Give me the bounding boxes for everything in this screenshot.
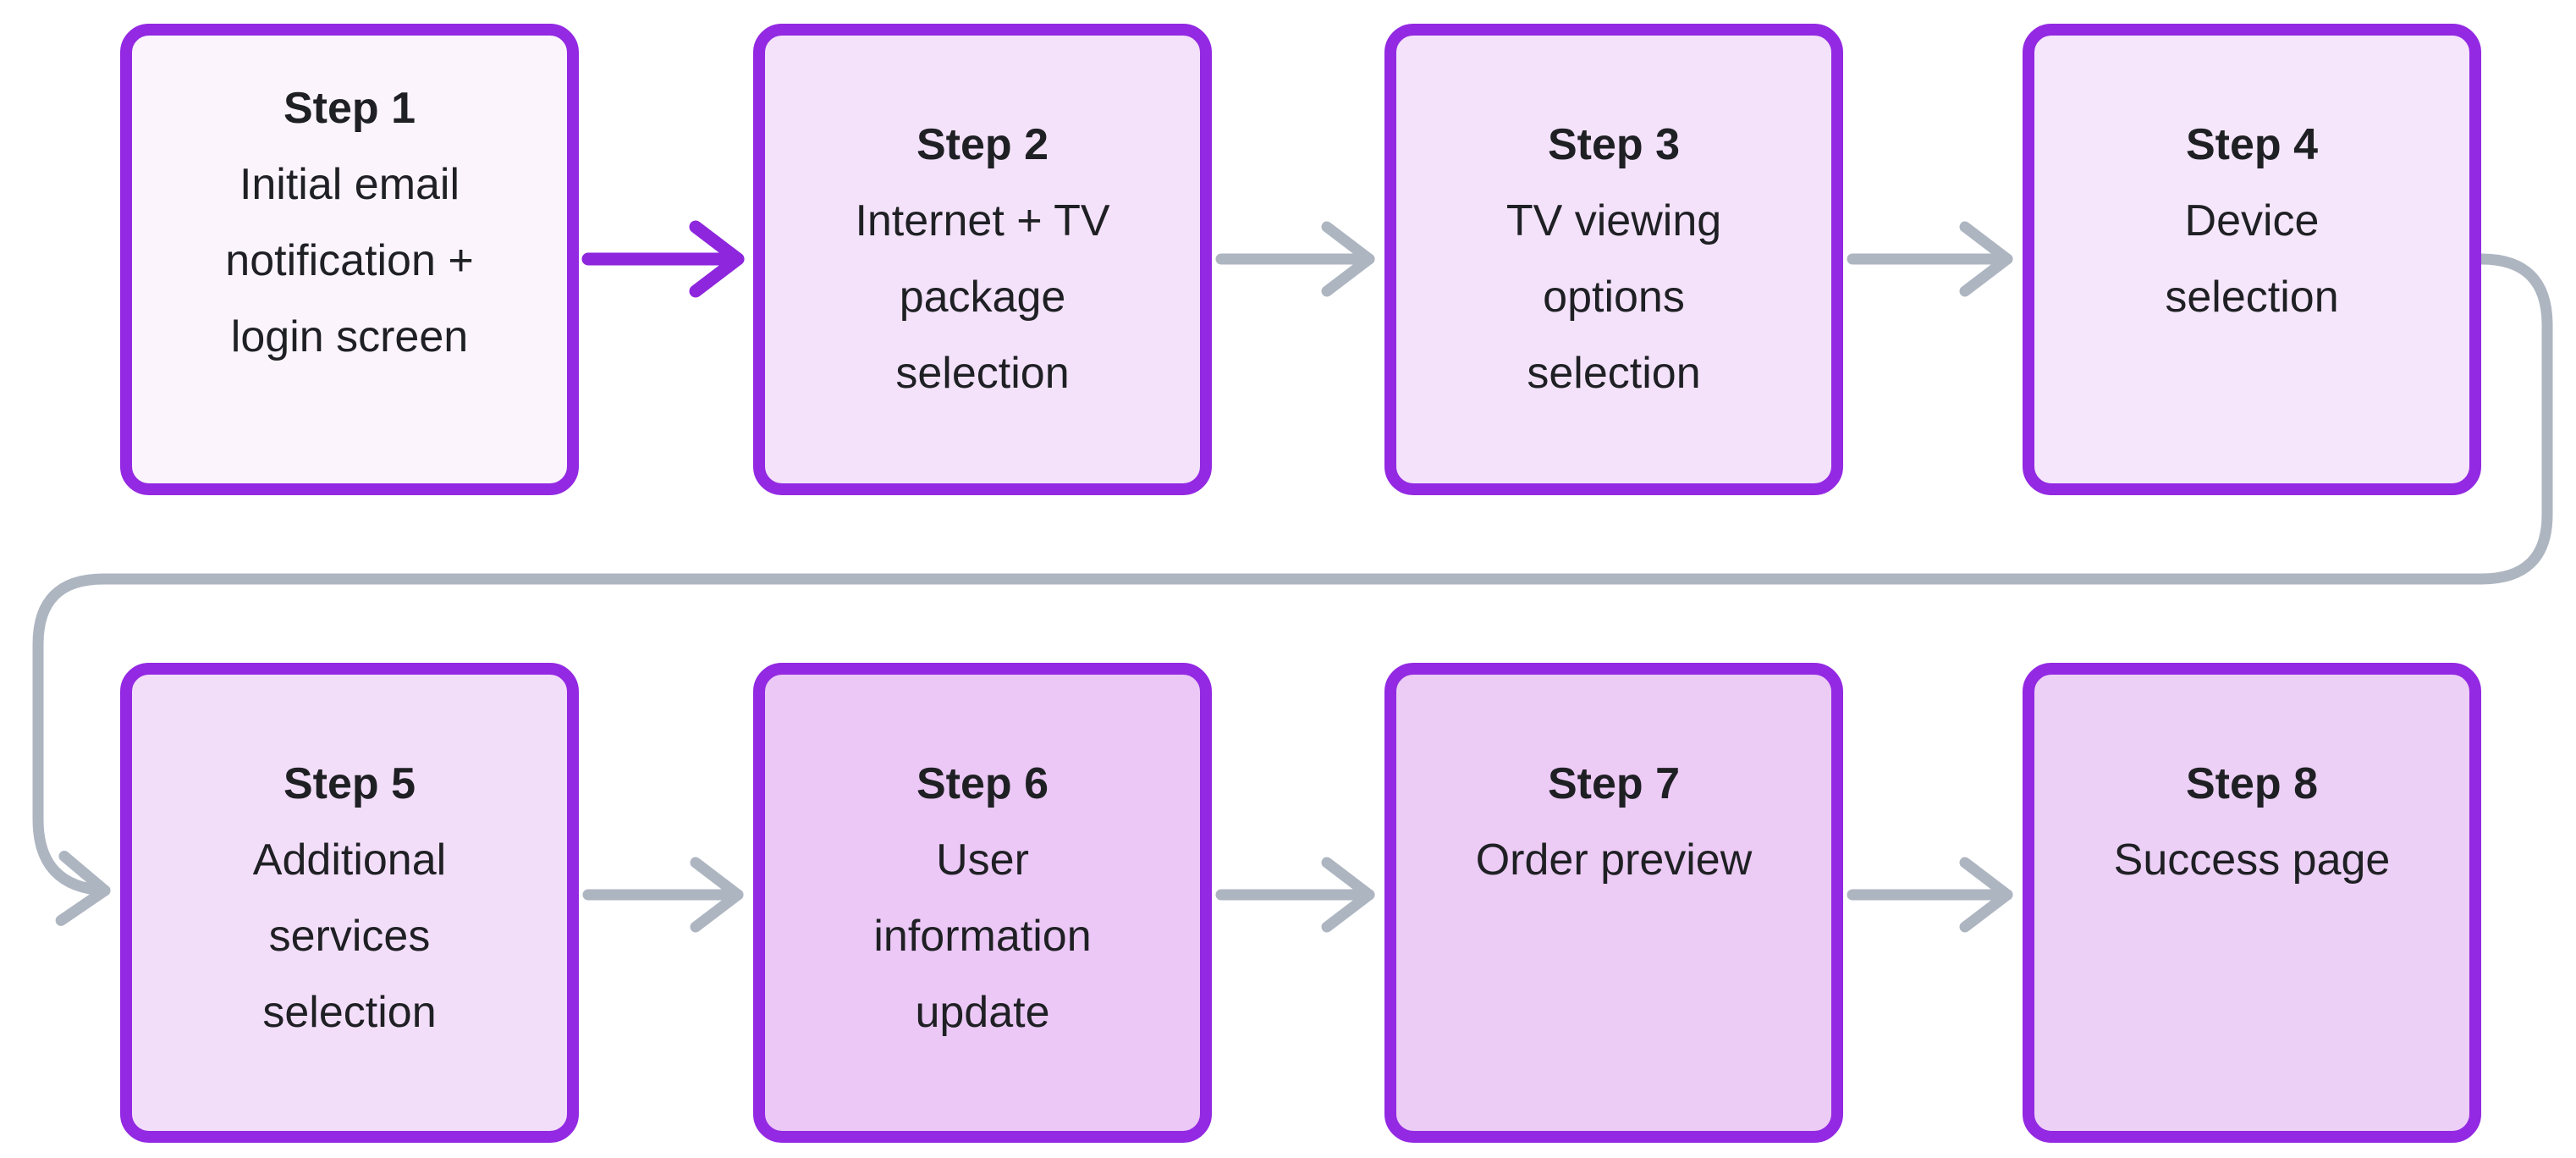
- step-text-line: selection: [895, 349, 1070, 398]
- step-title: Step 8: [2185, 759, 2319, 808]
- step-text-line: information: [873, 912, 1092, 961]
- step-text-block: Step 3 TV viewing options selection: [1396, 36, 1831, 411]
- step-text-line: TV viewing: [1505, 196, 1722, 245]
- step-text-line: notification +: [225, 236, 474, 285]
- step-box-1: Step 1 Initial email notification + login s…: [120, 24, 579, 495]
- step-text-line: Success page: [2113, 835, 2391, 885]
- step-text-block: Step 8 Success page: [2034, 675, 2469, 898]
- step-text-line: options: [1543, 273, 1685, 322]
- step-text-line: Device: [2184, 196, 2320, 245]
- step-box-6: Step 6 User information update: [753, 663, 1212, 1143]
- step-text-line: package: [899, 273, 1066, 322]
- step-title: Step 2: [916, 120, 1049, 169]
- step-text-line: Initial email: [239, 160, 460, 209]
- step-title: Step 3: [1547, 120, 1681, 169]
- step-text-line: Order preview: [1475, 835, 1753, 885]
- step-text-block: Step 6 User information update: [765, 675, 1200, 1050]
- step-text-line: Additional: [252, 835, 447, 885]
- step-text-block: Step 5 Additional services selection: [132, 675, 567, 1050]
- step-text-line: Internet + TV: [855, 196, 1110, 245]
- step-text-line: selection: [2165, 273, 2339, 322]
- step-box-8: Step 8 Success page: [2023, 663, 2481, 1143]
- step-text-line: selection: [262, 988, 437, 1037]
- step-text-block: Step 1 Initial email notification + login s…: [132, 36, 567, 375]
- step-box-7: Step 7 Order preview: [1384, 663, 1843, 1143]
- step-text-block: Step 7 Order preview: [1396, 675, 1831, 898]
- step-text-line: selection: [1527, 349, 1701, 398]
- step-box-5: Step 5 Additional services selection: [120, 663, 579, 1143]
- step-text-block: Step 2 Internet + TV package selection: [765, 36, 1200, 411]
- step-title: Step 1: [283, 84, 416, 133]
- step-text-line: User: [936, 835, 1029, 885]
- step-box-4: Step 4 Device selection: [2023, 24, 2481, 495]
- step-title: Step 6: [916, 759, 1049, 808]
- step-text-line: update: [915, 988, 1050, 1037]
- step-text-line: login screen: [230, 312, 469, 361]
- step-title: Step 4: [2185, 120, 2319, 169]
- arrow-step4-step5-wrap: [32, 253, 2553, 926]
- step-title: Step 7: [1547, 759, 1681, 808]
- step-box-3: Step 3 TV viewing options selection: [1384, 24, 1843, 495]
- step-text-line: services: [268, 912, 431, 961]
- step-text-block: Step 4 Device selection: [2034, 36, 2469, 335]
- step-title: Step 5: [283, 759, 416, 808]
- step-box-2: Step 2 Internet + TV package selection: [753, 24, 1212, 495]
